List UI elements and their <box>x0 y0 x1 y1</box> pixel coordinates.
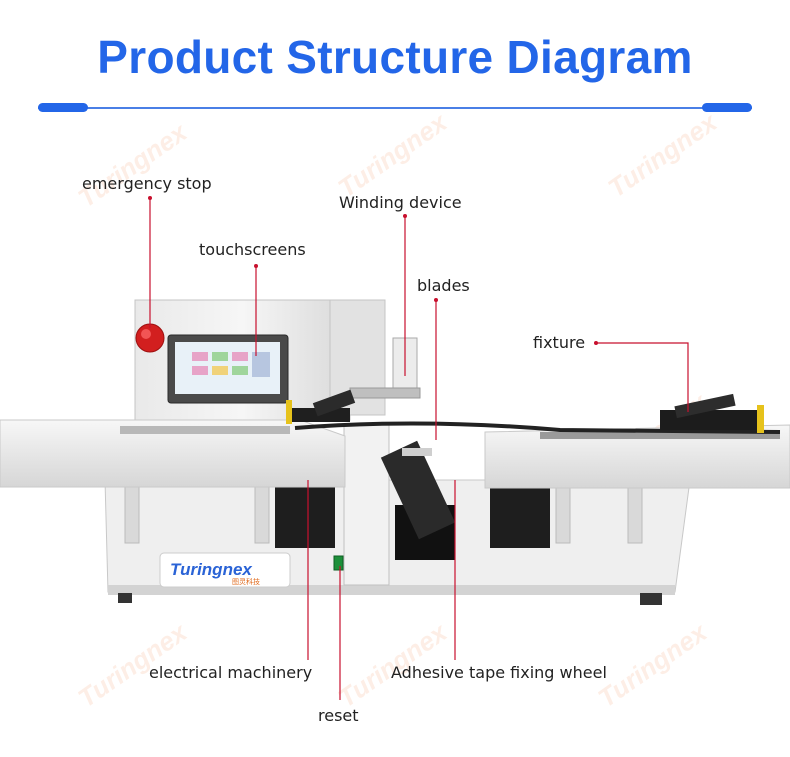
label-adhesive-tape-fixing-wheel: Adhesive tape fixing wheel <box>391 663 607 682</box>
blade-edge <box>402 448 432 456</box>
support-post <box>555 482 571 544</box>
center-column <box>343 424 390 586</box>
logo-text: Turingnex <box>170 560 253 579</box>
label-fixture: fixture <box>533 333 586 352</box>
blade-assembly <box>380 440 456 540</box>
divider-right-cap <box>702 103 752 112</box>
label-blades: blades <box>417 276 470 295</box>
label-emergency-stop: emergency stop <box>82 174 212 193</box>
right-rail-track <box>540 432 780 439</box>
fixture <box>660 410 760 430</box>
foot <box>118 593 132 603</box>
support-post <box>254 482 270 544</box>
logo-plate <box>159 552 291 588</box>
label-touchscreens: touchscreens <box>199 240 306 259</box>
winding-spool <box>392 337 418 397</box>
support-post <box>627 482 643 544</box>
base-plate-edge <box>108 585 675 595</box>
title-divider <box>38 107 752 109</box>
divider-left-cap <box>38 103 88 112</box>
emergency-stop-button <box>135 323 165 353</box>
foot <box>640 593 662 605</box>
wire <box>294 421 781 434</box>
label-electrical-machinery: electrical machinery <box>149 663 313 682</box>
left-rail <box>0 419 346 488</box>
label-winding-device: Winding device <box>339 193 462 212</box>
logo-text-cn: 图灵科技 <box>232 577 260 586</box>
reset-button <box>333 555 344 571</box>
left-clamp-handle <box>286 400 292 424</box>
left-rail-track <box>120 426 290 434</box>
label-reset: reset <box>318 706 359 725</box>
motor <box>275 478 335 548</box>
fixture-handle <box>757 405 764 433</box>
motor <box>490 478 550 548</box>
support-post <box>124 482 140 544</box>
page-title: Product Structure Diagram <box>97 31 693 83</box>
